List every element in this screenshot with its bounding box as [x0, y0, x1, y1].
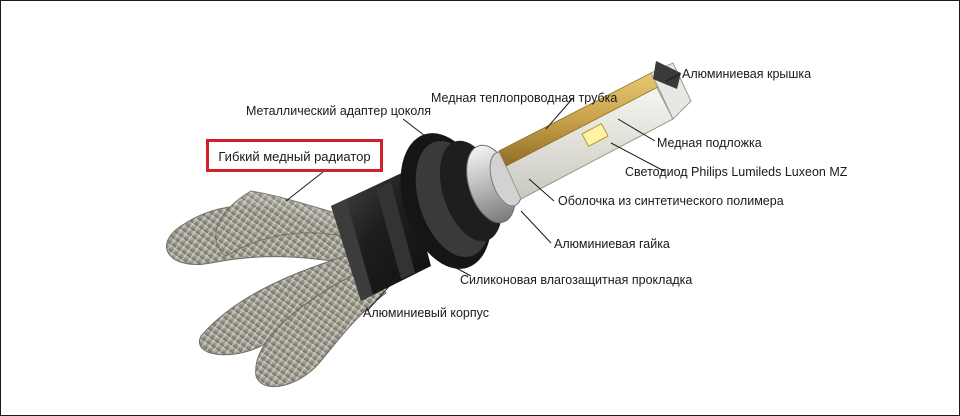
label-housing: Алюминиевый корпус: [363, 306, 490, 320]
label-led: Светодиод Philips Lumileds Luxeon MZ: [625, 165, 848, 179]
label-base-adapter: Металлический адаптер цоколя: [246, 104, 432, 118]
label-shell: Оболочка из синтетического полимера: [558, 194, 784, 208]
leader-lines: [285, 73, 681, 312]
label-radiator: Гибкий медный радиатор: [218, 149, 371, 164]
braided-radiator: [166, 190, 387, 388]
radiator-highlight-box: Гибкий медный радиатор: [206, 139, 383, 172]
label-gasket: Силиконовая влагозащитная прокладка: [460, 273, 693, 287]
label-heat-pipe: Медная теплопроводная трубка: [431, 91, 618, 105]
label-cap: Алюминиевая крышка: [682, 67, 812, 81]
label-substrate: Медная подложка: [657, 136, 762, 150]
led-shaft: [498, 61, 692, 200]
label-nut: Алюминиевая гайка: [554, 237, 670, 251]
